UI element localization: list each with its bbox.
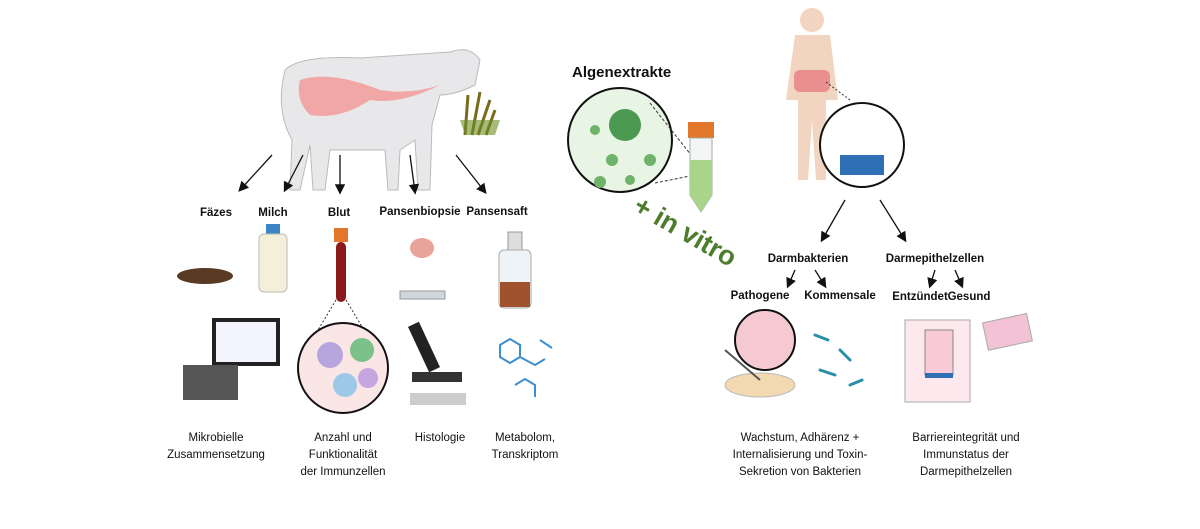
microscope-icon <box>407 321 466 405</box>
sequencer-computer-icon <box>183 318 280 400</box>
sample-label-feces: Fäzes <box>200 207 232 219</box>
sample-label-blood: Blut <box>327 207 351 219</box>
sub-commensals: Kommensale <box>804 290 876 302</box>
cow-illustration <box>280 49 481 191</box>
sample-label-rumen-biopsy: Pansenbiopsie <box>379 206 461 218</box>
milk-bottle-icon <box>258 224 288 293</box>
blood-tube-icon <box>297 228 389 414</box>
outcome-metabolome: Metabolom,Transkriptom <box>491 432 559 461</box>
sample-label-rumen-fluid: Pansensaft <box>466 206 528 218</box>
sample-label-milk: Milch <box>258 207 288 219</box>
algae-circle-icon <box>567 87 696 193</box>
sub-inflamed: Entzündet <box>892 291 948 303</box>
commensal-bacteria-icon <box>813 333 864 387</box>
seaweed-icon <box>460 91 500 136</box>
outcome-histology: Histologie <box>414 432 466 444</box>
rumen-biopsy-icon <box>399 238 446 300</box>
sub-healthy: Gesund <box>947 291 991 303</box>
algae-tube-icon <box>688 122 714 213</box>
algae-title: Algenextrakte <box>572 64 672 81</box>
branch-gut-epithelium: Darmepithelzellen <box>885 253 985 265</box>
transwell-icon <box>904 312 1034 403</box>
cow-arrows <box>238 154 487 195</box>
molecules-icon <box>499 337 553 397</box>
petri-dish-pathogen-icon <box>724 309 796 398</box>
human-illustration <box>786 8 905 188</box>
feces-icon <box>177 268 233 284</box>
rumen-fluid-bottle-icon <box>498 231 532 309</box>
branch-gut-bacteria: Darmbakterien <box>767 253 849 265</box>
outcome-bacteria: Wachstum, Adhärenz +Internalisierung und… <box>732 432 868 478</box>
human-arrows <box>786 199 964 289</box>
sub-pathogens: Pathogene <box>730 290 790 302</box>
